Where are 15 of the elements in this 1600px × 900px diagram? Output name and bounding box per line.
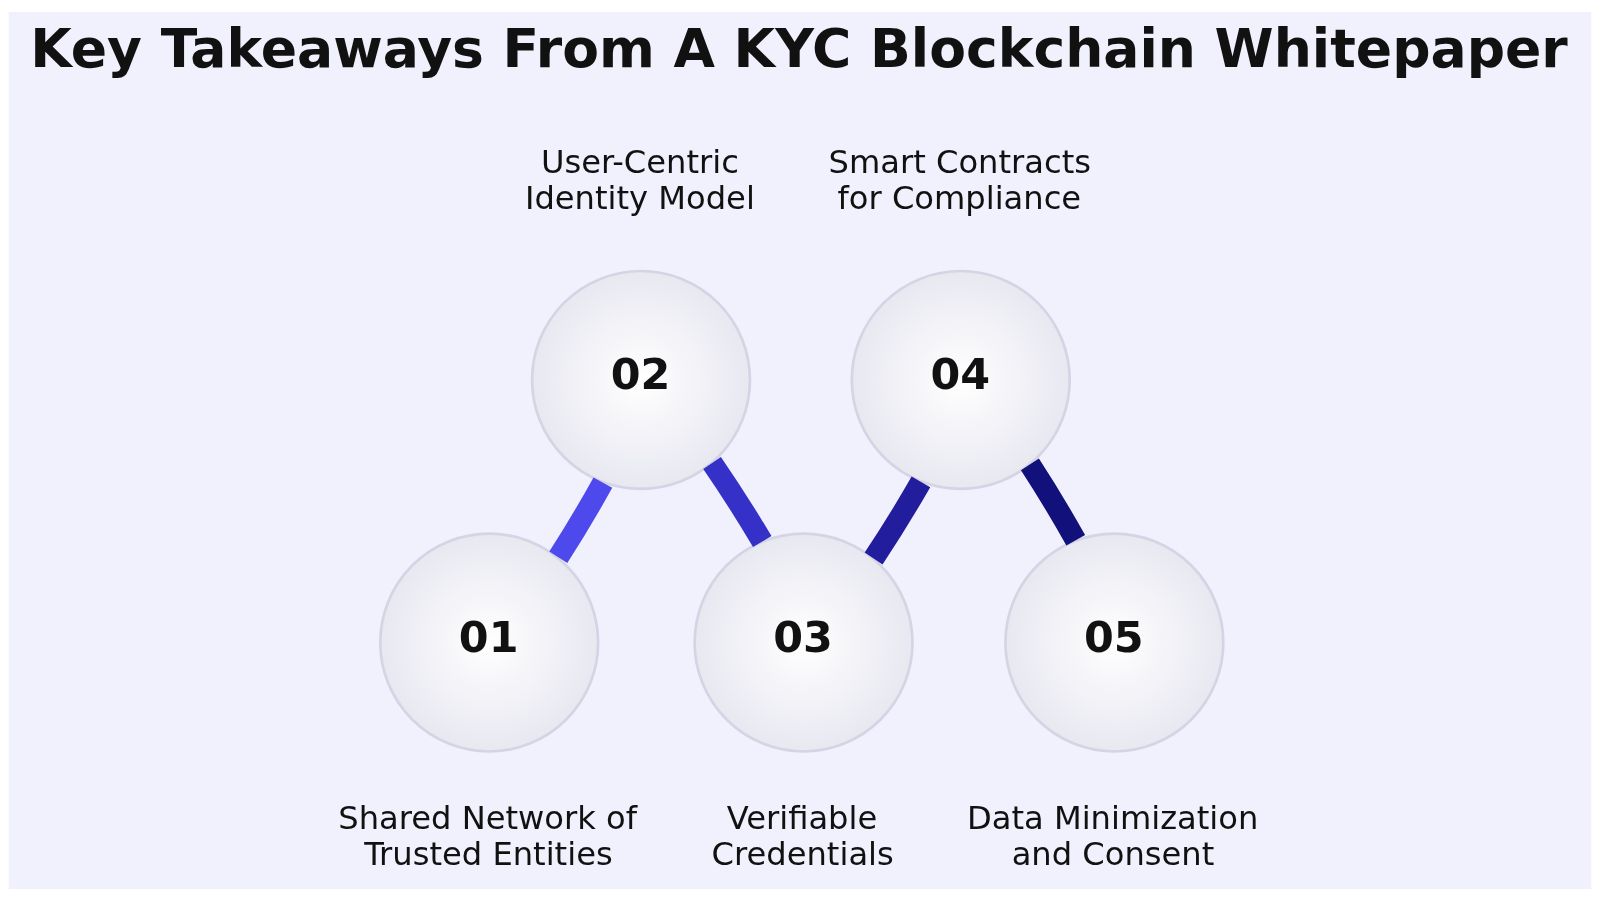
node-label: Data Minimization and Consent [967, 798, 1259, 873]
node-circle: 01 [378, 531, 600, 753]
node-label: Verifiable Credentials [711, 798, 894, 873]
node-label: Smart Contracts for Compliance [828, 142, 1092, 217]
node-label: Shared Network of Trusted Entities [338, 798, 638, 873]
diagram-title: Key Takeaways From A KYC Blockchain Whitepaper [30, 16, 1568, 80]
connector [703, 456, 772, 547]
node-circle: 05 [1004, 531, 1225, 753]
node-label: User-Centric Identity Model [524, 142, 755, 217]
node-circle: 02 [530, 269, 752, 490]
connector [1020, 458, 1086, 546]
node-circle: 04 [850, 269, 1072, 490]
connector [864, 476, 931, 564]
node-circle: 03 [693, 531, 914, 753]
connector [549, 476, 613, 563]
